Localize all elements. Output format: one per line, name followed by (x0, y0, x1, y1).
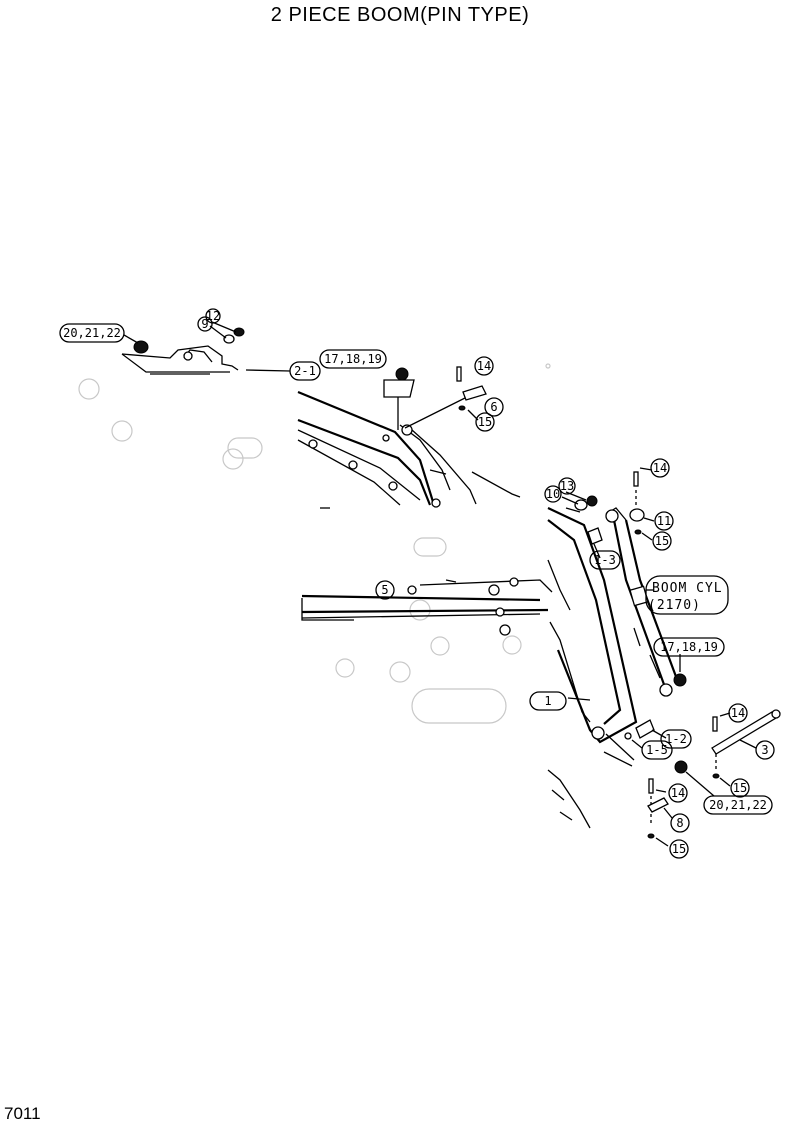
pin-icon (456, 366, 462, 382)
callout-9: 9 (201, 317, 208, 331)
callout-15: 15 (655, 534, 669, 548)
callout-3: 3 (761, 743, 768, 757)
callout-labels: 20,21,22 12 9 2-1 17,18,19 14 6 15 14 13… (59, 308, 775, 859)
callout-1-3: 1-3 (594, 553, 616, 567)
callout-10: 10 (546, 487, 560, 501)
pin-icon (462, 385, 487, 401)
callout-17-18-19-top: 17,18,19 (324, 352, 382, 366)
callout-11: 11 (657, 514, 671, 528)
bushing-icon (587, 527, 603, 545)
callout-20-21-22: 20,21,22 (63, 326, 121, 340)
callout-boom-cyl-ref: (2170) (648, 598, 701, 613)
washer-icon (629, 508, 645, 522)
washer-icon (574, 499, 588, 511)
pin-icon (712, 716, 718, 732)
callout-14: 14 (671, 786, 685, 800)
bushing-icon (635, 719, 655, 739)
callout-20-21-22-bottom: 20,21,22 (709, 798, 767, 812)
washer-icon (223, 334, 235, 344)
main-boom-section (547, 507, 638, 829)
boom-cylinder (605, 507, 680, 697)
callout-13: 13 (560, 479, 574, 493)
callout-1-2: 1-2 (665, 732, 687, 746)
page-code: 7011 (4, 1104, 41, 1123)
callout-17-18-19-mid: 17,18,19 (660, 640, 718, 654)
callout-6: 6 (490, 400, 497, 414)
nut-icon (133, 340, 149, 354)
washer-icon (233, 327, 245, 337)
callout-1: 1 (544, 694, 551, 708)
washer-icon (586, 495, 598, 507)
page-title: 2 PIECE BOOM(PIN TYPE) (270, 4, 530, 26)
upper-right-parts (561, 467, 655, 591)
callout-boom-cyl: BOOM CYL (652, 581, 723, 596)
callout-15: 15 (672, 842, 686, 856)
callout-1-5: 1-5 (646, 743, 668, 757)
pin-icon (648, 778, 654, 794)
callout-14: 14 (653, 461, 667, 475)
nut-icon (674, 760, 688, 774)
nut-icon (395, 367, 409, 381)
callout-14: 14 (731, 706, 745, 720)
faint-artifacts (78, 363, 551, 724)
pin-icon (633, 471, 639, 487)
upper-boom-section (297, 366, 521, 509)
callout-12: 12 (206, 309, 220, 323)
pin-icon (647, 797, 669, 813)
callout-bubble (59, 323, 125, 343)
nut-icon (673, 673, 687, 687)
callout-14: 14 (477, 359, 491, 373)
callout-15: 15 (733, 781, 747, 795)
callout-5: 5 (381, 583, 388, 597)
callout-8: 8 (676, 816, 683, 830)
boom-rod-section (301, 577, 553, 636)
lower-right-parts (624, 654, 781, 847)
callout-15: 15 (478, 415, 492, 429)
callout-2-1: 2-1 (294, 364, 316, 378)
upper-bracket-assembly (121, 321, 291, 375)
